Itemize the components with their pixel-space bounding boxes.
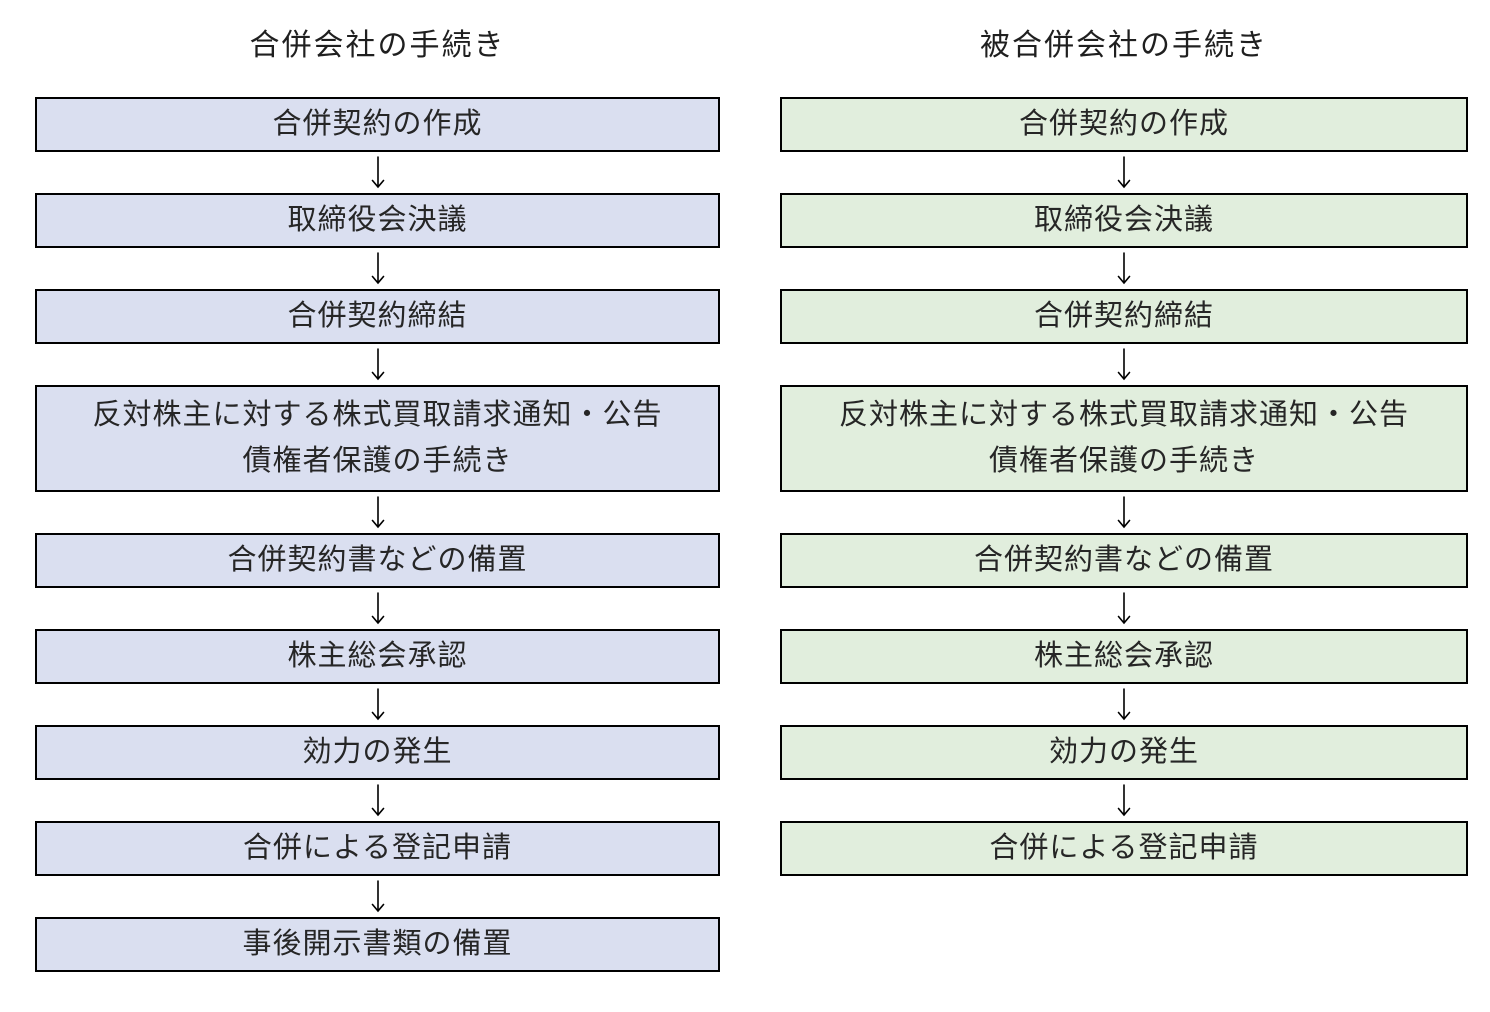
step-label: 株主総会承認	[287, 639, 468, 672]
step-label: 取締役会決議	[1033, 203, 1214, 236]
down-arrow-icon	[35, 876, 720, 917]
step-box: 合併契約締結	[35, 289, 720, 344]
step-box: 株主総会承認	[780, 629, 1468, 684]
down-arrow-icon	[35, 588, 720, 629]
down-arrow-icon	[780, 248, 1468, 289]
down-arrow-icon	[780, 684, 1468, 725]
step-label: 事後開示書類の備置	[242, 927, 513, 960]
step-box: 反対株主に対する株式買取請求通知・公告債権者保護の手続き	[35, 385, 720, 492]
step-box: 取締役会決議	[35, 193, 720, 248]
step-label: 債権者保護の手続き	[242, 444, 513, 477]
step-label: 合併による登記申請	[989, 831, 1259, 864]
down-arrow-icon	[780, 344, 1468, 385]
column-title: 被合併会社の手続き	[980, 29, 1268, 62]
step-box: 合併契約書などの備置	[780, 533, 1468, 588]
step-box: 合併契約書などの備置	[35, 533, 720, 588]
step-label: 反対株主に対する株式買取請求通知・公告	[92, 399, 663, 432]
step-label: 反対株主に対する株式買取請求通知・公告	[838, 399, 1409, 432]
down-arrow-icon	[780, 152, 1468, 193]
step-box: 合併による登記申請	[780, 821, 1468, 876]
down-arrow-icon	[780, 492, 1468, 533]
down-arrow-icon	[35, 684, 720, 725]
step-box: 株主総会承認	[35, 629, 720, 684]
step-box: 合併による登記申請	[35, 821, 720, 876]
step-box: 合併契約締結	[780, 289, 1468, 344]
step-label: 合併契約締結	[287, 299, 468, 332]
step-label: 合併契約の作成	[1018, 107, 1229, 140]
step-label: 合併による登記申請	[242, 831, 513, 864]
step-box: 取締役会決議	[780, 193, 1468, 248]
down-arrow-icon	[780, 588, 1468, 629]
step-label: 合併契約の作成	[272, 107, 483, 140]
step-label: 合併契約書などの備置	[973, 543, 1274, 576]
down-arrow-icon	[35, 152, 720, 193]
step-box: 効力の発生	[780, 725, 1468, 780]
down-arrow-icon	[780, 780, 1468, 821]
down-arrow-icon	[35, 492, 720, 533]
step-box: 反対株主に対する株式買取請求通知・公告債権者保護の手続き	[780, 385, 1468, 492]
step-label: 効力の発生	[1048, 735, 1199, 768]
step-label: 合併契約締結	[1033, 299, 1214, 332]
down-arrow-icon	[35, 248, 720, 289]
step-label: 合併契約書などの備置	[227, 543, 528, 576]
step-label: 取締役会決議	[287, 203, 468, 236]
column-title: 合併会社の手続き	[249, 29, 506, 62]
step-box: 合併契約の作成	[780, 97, 1468, 152]
step-label: 債権者保護の手続き	[988, 444, 1259, 477]
step-box: 事後開示書類の備置	[35, 917, 720, 972]
down-arrow-icon	[35, 780, 720, 821]
step-label: 効力の発生	[302, 735, 453, 768]
step-label: 株主総会承認	[1033, 639, 1214, 672]
step-box: 効力の発生	[35, 725, 720, 780]
step-box: 合併契約の作成	[35, 97, 720, 152]
down-arrow-icon	[35, 344, 720, 385]
column-merging-company: 合併会社の手続き合併契約の作成取締役会決議合併契約締結反対株主に対する株式買取請…	[35, 0, 720, 972]
column-merged-company: 被合併会社の手続き合併契約の作成取締役会決議合併契約締結反対株主に対する株式買取…	[780, 0, 1468, 876]
